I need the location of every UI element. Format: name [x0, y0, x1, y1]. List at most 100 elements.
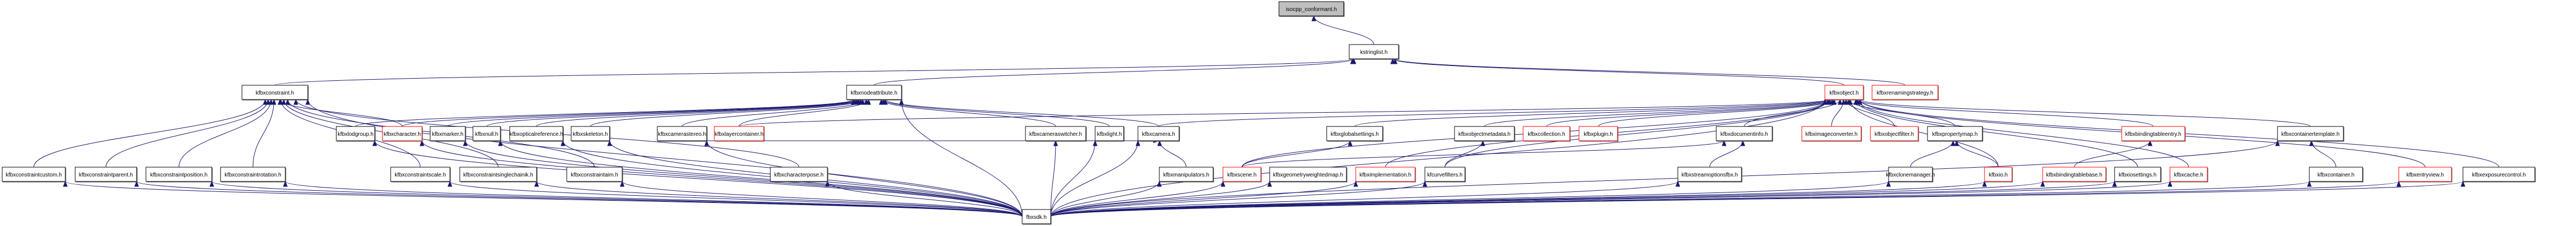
node-kfbxbindingtableentry[interactable]: kfbxbindingtableentry.h	[2121, 126, 2186, 142]
node-kfbxconstraintparent[interactable]: kfbxconstraintparent.h	[75, 167, 138, 183]
node-kfbximplementation[interactable]: kfbximplementation.h	[1355, 167, 1416, 183]
edge-kfbxrenamingstrategy-to-kstringlist	[1395, 58, 1906, 86]
edge-kfbxbindingtableentry-to-kfbxobject	[1856, 99, 2154, 127]
edges-layer	[33, 15, 2499, 217]
arrowhead-kfbxstreamoptionsfbx	[1675, 180, 1681, 187]
arrowhead-kfbxconstraint	[266, 98, 270, 105]
edge-fbxsdk-to-kfbxexposurecontrol	[1050, 181, 2464, 217]
node-kfbxcamerastereo[interactable]: kfbxcamerastereo.h	[657, 126, 708, 142]
edge-kfbxconstraint-to-kstringlist	[274, 58, 1353, 86]
node-kfbxcontainer[interactable]: kfbxcontainer.h	[2309, 167, 2364, 183]
node-box	[459, 167, 537, 182]
node-box	[1269, 167, 1347, 182]
edge-kfbxcamera-to-kfbxobject	[1158, 99, 1829, 127]
node-shadow	[567, 168, 623, 183]
node-shadow	[243, 86, 309, 101]
node-shadow	[1580, 127, 1619, 142]
node-shadow	[1455, 127, 1515, 142]
node-kfbxskeleton[interactable]: kfbxskeleton.h	[571, 126, 611, 142]
node-kfbxcamera[interactable]: kfbxcamera.h	[1137, 126, 1180, 142]
arrowhead-kfbxobject	[1822, 98, 1828, 105]
arrowhead-kfbxcache	[2167, 180, 2173, 187]
node-kstringlist[interactable]: kstringlist.h	[1349, 44, 1400, 60]
node-box	[2277, 126, 2344, 141]
node-kfbxconstraint[interactable]: kfbxconstraint.h	[241, 85, 309, 101]
node-box	[1095, 126, 1124, 141]
arrowhead-kfbxconstraintrotation	[283, 180, 288, 187]
node-kfbxobjectmetadata[interactable]: kfbxobjectmetadata.h	[1454, 126, 1515, 142]
node-kfbxgeometryweightedmap[interactable]: kfbxgeometryweightedmap.h	[1269, 167, 1348, 183]
edge-kfbxcontainer-to-kfbxcontainertemplate	[2311, 140, 2336, 168]
node-kfbxexposurecontrol[interactable]: kfbxexposurecontrol.h	[2462, 167, 2536, 183]
node-kfbxcameraswitcher[interactable]: kfbxcameraswitcher.h	[1025, 126, 1087, 142]
node-kfbxcharacter[interactable]: kfbxcharacter.h	[382, 126, 423, 142]
node-box	[566, 167, 623, 182]
node-kfbxlight[interactable]: kfbxlight.h	[1095, 126, 1125, 142]
node-kfbxconstraintcustom[interactable]: kfbxconstraintcustom.h	[2, 167, 66, 183]
node-kfbxmanipulators[interactable]: kfbxmanipulators.h	[1159, 167, 1214, 183]
node-kfbxbindingtablebase[interactable]: kfbxbindingtablebase.h	[2042, 167, 2107, 183]
edge-fbxsdk-to-kfbxobject	[1050, 99, 1825, 217]
node-kfbxobject[interactable]: kfbxobject.h	[1824, 85, 1864, 101]
arrowhead-kfbxiosettings	[2112, 180, 2117, 187]
edge-kfbxcollection-to-kfbxobject	[1546, 99, 1833, 127]
arrowhead-kfbxopticalreference	[560, 140, 566, 146]
node-shadow	[510, 127, 564, 142]
node-box	[1137, 126, 1180, 141]
node-kfbxglobalsettings[interactable]: kfbxglobalsettings.h	[1326, 126, 1384, 142]
edge-fbxsdk-to-kfbxconstraintposition	[211, 181, 1023, 217]
node-kfbxiosettings[interactable]: kfbxiosettings.h	[2114, 167, 2162, 183]
node-kfbxnodeattribute[interactable]: kfbxnodeattribute.h	[846, 85, 903, 101]
node-kfbxcharacterpose[interactable]: kfbxcharacterpose.h	[770, 167, 828, 183]
node-kfbxconstraintscale[interactable]: kfbxconstraintscale.h	[390, 167, 451, 183]
edge-kfbxio-to-kfbxpropertymap	[1956, 140, 1999, 168]
node-kfbxlayercontainer[interactable]: kfbxlayercontainer.h	[714, 126, 765, 142]
node-kfbxcollection[interactable]: kfbxcollection.h	[1523, 126, 1571, 142]
edge-kfbxdocumentinfo-to-kfbxobject	[1744, 99, 1841, 127]
node-shadow	[337, 127, 376, 142]
node-label: kfbxconstraintrotation.h	[224, 172, 281, 178]
node-kfcurvefilters[interactable]: kfcurvefilters.h	[1424, 167, 1466, 183]
arrowhead-kfbxlodgroup	[372, 140, 377, 146]
node-kfbximageconverter[interactable]: kfbximageconverter.h	[1801, 126, 1862, 142]
edge-kfbxbindingtablebase-to-kfbxbindingtableentry	[2074, 140, 2151, 168]
edge-kfbxlight-to-kfbxnodeattribute	[883, 99, 1110, 127]
node-kfbxentryview[interactable]: kfbxentryview.h	[2398, 167, 2453, 183]
node-kfbxstreamoptionsfbx[interactable]: kfbxstreamoptionsfbx.h	[1677, 167, 1743, 183]
node-kfbxclonemanager[interactable]: kfbxclonemanager.h	[1886, 167, 1935, 183]
edge-fbxsdk-to-kfbxconstraintrotation	[285, 181, 1023, 217]
node-kfbxnull[interactable]: kfbxnull.h	[472, 126, 501, 142]
node-kfbxcontainertemplate[interactable]: kfbxcontainertemplate.h	[2277, 126, 2344, 142]
node-kfbxrenamingstrategy[interactable]: kfbxrenamingstrategy.h	[1872, 85, 1939, 101]
node-kfbxdocumentinfo[interactable]: kfbxdocumentinfo.h	[1716, 126, 1773, 142]
node-box	[1025, 126, 1086, 141]
node-shadow	[658, 127, 708, 142]
node-kfbxplugin[interactable]: kfbxplugin.h	[1579, 126, 1619, 142]
edge-fbxsdk-to-kfbxcontainertemplate	[1050, 140, 2278, 217]
node-label: kfbxconstraintposition.h	[150, 172, 208, 178]
node-kfbxconstraintaim[interactable]: kfbxconstraintaim.h	[566, 167, 623, 183]
edge-fbxsdk-to-kfbxentryview	[1050, 181, 2399, 217]
node-label: kfbxcamera.h	[1142, 131, 1175, 137]
node-kfbxconstraintposition[interactable]: kfbxconstraintposition.h	[145, 167, 213, 183]
node-label: kfbxobjectmetadata.h	[1458, 131, 1510, 137]
edge-fbxsdk-to-kfbximplementation	[1050, 181, 1356, 217]
arrowhead-kfbxobject	[1837, 98, 1842, 105]
node-kfbxmarker[interactable]: kfbxmarker.h	[430, 126, 466, 142]
node-box	[336, 126, 375, 141]
node-kfbxscene[interactable]: kfbxscene.h	[1222, 167, 1262, 183]
node-kfbxlodgroup[interactable]: kfbxlodgroup.h	[336, 126, 376, 142]
node-kfbxcache[interactable]: kfbxcache.h	[2169, 167, 2208, 183]
node-kfbxconstraintsinglechainik[interactable]: kfbxconstraintsinglechainik.h	[459, 167, 538, 183]
node-fbxsdk[interactable]: fbxsdk.h	[1022, 209, 1052, 225]
node-label: kfbxplugin.h	[1583, 131, 1613, 137]
node-box	[430, 126, 466, 141]
node-label: kfbxcache.h	[2174, 172, 2203, 178]
node-kfbxobjectfilter[interactable]: kfbxobjectfilter.h	[1870, 126, 1919, 142]
node-kfbxpropertymap[interactable]: kfbxpropertymap.h	[1927, 126, 1983, 142]
node-kfbxio[interactable]: kfbxio.h	[1984, 167, 2013, 183]
node-kfbxopticalreference[interactable]: kfbxopticalreference.h	[509, 126, 564, 142]
node-kfbxconstraintrotation[interactable]: kfbxconstraintrotation.h	[220, 167, 286, 183]
arrowhead-kfbxscene	[1220, 180, 1226, 187]
node-box	[1454, 126, 1515, 141]
